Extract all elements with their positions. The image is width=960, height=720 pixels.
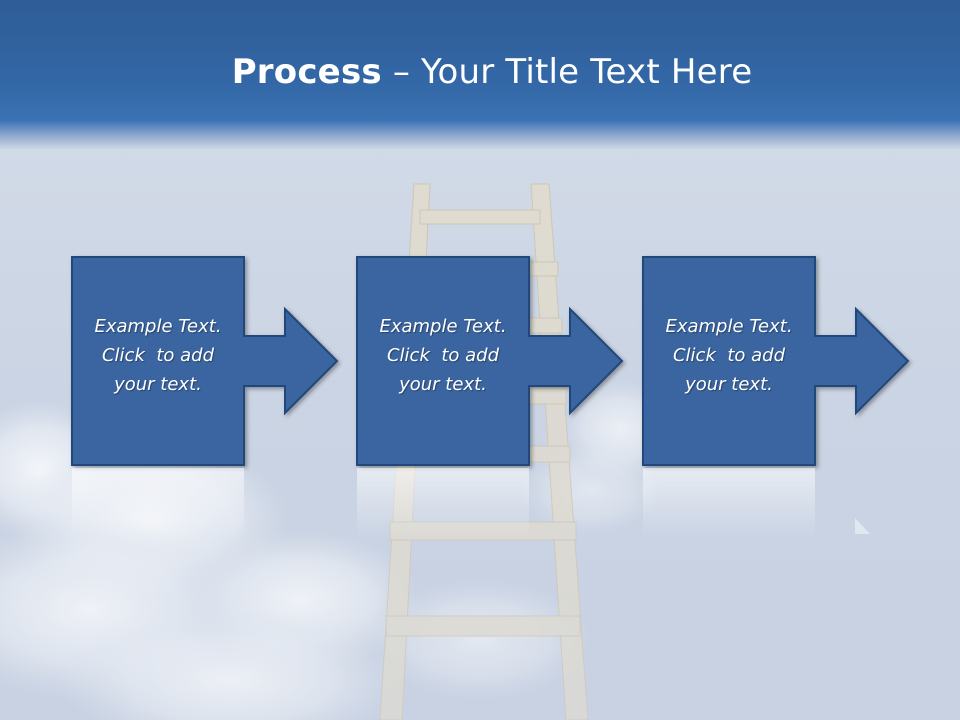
step-2-line-2: Click to add [386, 345, 499, 366]
step-1-line-2: Click to add [101, 345, 214, 366]
step-1-text[interactable]: Example Text. Click to add your text. [72, 312, 244, 399]
slide-title[interactable]: Process – Your Title Text Here [0, 52, 960, 92]
step-1-line-1: Example Text. [94, 316, 222, 337]
step-3-shape[interactable] [642, 256, 910, 466]
step-3-line-2: Click to add [672, 345, 785, 366]
step-2-line-1: Example Text. [379, 316, 507, 337]
reflections [72, 468, 870, 538]
title-rest: – Your Title Text Here [381, 52, 753, 92]
step-2-line-3: your text. [399, 374, 487, 395]
step-2-shape[interactable] [356, 256, 624, 466]
step-3-line-1: Example Text. [665, 316, 793, 337]
title-bold: Process [231, 52, 382, 92]
step-1-shape[interactable] [71, 256, 339, 466]
title-bar [0, 0, 960, 150]
step-3-line-3: your text. [685, 374, 773, 395]
step-2-text[interactable]: Example Text. Click to add your text. [357, 312, 529, 399]
step-3-text[interactable]: Example Text. Click to add your text. [643, 312, 815, 399]
step-1-line-3: your text. [114, 374, 202, 395]
